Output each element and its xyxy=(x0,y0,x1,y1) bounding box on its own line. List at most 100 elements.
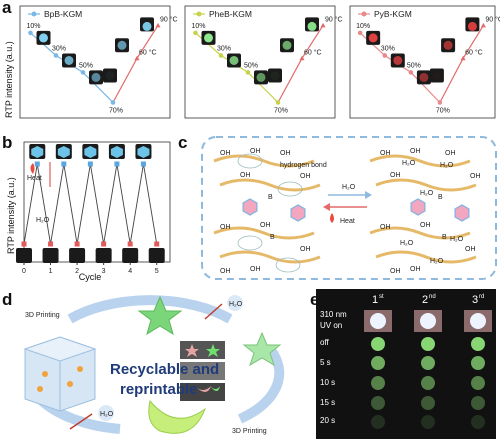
sample-glow-1-3 xyxy=(270,70,280,80)
polymer-chain-6 xyxy=(369,226,471,240)
panel-d-diagram: Recyclable and reprintable 3D Printing 3… xyxy=(23,295,285,435)
sample-glow-1-1 xyxy=(229,55,239,65)
drying-label-0-1: 30% xyxy=(52,45,66,52)
afterglow-5-2 xyxy=(471,415,485,429)
heating-label-2-0: 60 °C xyxy=(465,48,483,56)
panel-b-image-10 xyxy=(148,248,165,263)
oh-left-6: OH xyxy=(260,222,271,229)
sample-glow-0-2 xyxy=(91,72,101,82)
sample-image-0-3 xyxy=(103,68,117,83)
column-header-sup-0: st xyxy=(379,294,384,300)
panel-b-glow-3 xyxy=(57,146,70,158)
photo-star xyxy=(180,341,225,359)
polymer-chain-0 xyxy=(213,154,315,168)
column-header-sup-1: nd xyxy=(429,294,436,300)
drying-point-1-3 xyxy=(275,100,281,105)
flame-icon-b xyxy=(30,163,35,174)
oh-right-1: OH xyxy=(410,148,421,155)
panel-a-frame-0 xyxy=(19,5,171,119)
heating-point-1-0 xyxy=(299,55,305,61)
photo-star-pink xyxy=(185,344,199,357)
boron-left-2: B xyxy=(270,234,275,241)
panel-a-ylabel: RTP intensity (a.u.) xyxy=(4,41,14,118)
polymer-chain-4 xyxy=(369,154,471,168)
heat-glow-1-1 xyxy=(307,21,317,31)
panel-b-point-1 xyxy=(34,161,40,167)
hbond-ring-2 xyxy=(237,235,263,251)
oh-left-5: OH xyxy=(220,224,231,231)
panel-b-line xyxy=(23,163,158,245)
h2o-right-5: H₂O xyxy=(430,258,444,265)
panel-b-image-0 xyxy=(16,248,32,263)
drying-label-0-2: 50% xyxy=(79,62,93,69)
boron-right-1: B xyxy=(438,194,443,201)
heating-point-1-1 xyxy=(320,22,326,28)
drying-point-0-1 xyxy=(53,53,59,58)
afterglow-2-2 xyxy=(471,356,485,370)
panel-b-point-3 xyxy=(61,161,67,167)
oh-right-6: OH xyxy=(420,222,431,229)
sample-image-1-3 xyxy=(268,68,282,83)
hbond-ring-1 xyxy=(277,181,303,197)
drying-point-2-1 xyxy=(382,53,388,58)
photo-moon-pink xyxy=(195,386,211,392)
heating-label-2-1: 90 °C xyxy=(485,15,500,23)
oh-right-2: OH xyxy=(445,150,456,157)
afterglow-2-0 xyxy=(371,356,385,370)
heating-line-0 xyxy=(112,25,159,103)
polymer-chain-2 xyxy=(213,226,315,240)
panel-b-ylabel: RTP intensity (a.u.) xyxy=(6,177,16,254)
panel-b-point-0 xyxy=(21,241,27,247)
drying-label-1-1: 30% xyxy=(217,45,231,52)
sample-glow-2-3 xyxy=(432,70,442,80)
afterglow-3-1 xyxy=(421,376,435,390)
panel-b-xlabel: Cycle xyxy=(79,272,102,282)
row-label-1: UV on xyxy=(320,321,342,330)
h2o-right-3: H₂O xyxy=(450,236,464,243)
drying-label-2-3: 70% xyxy=(436,107,450,114)
row-label-6: 20 s xyxy=(320,416,335,425)
photo-nozzle xyxy=(180,362,225,380)
boron-left-1: B xyxy=(268,194,273,201)
uv-glow-2 xyxy=(470,313,486,329)
heating-line-2 xyxy=(439,25,484,103)
sample-glow-2-0 xyxy=(368,33,378,43)
afterglow-5-1 xyxy=(421,415,435,429)
oh-right-9: OH xyxy=(390,268,401,275)
afterglow-4-0 xyxy=(371,396,385,410)
drying-point-2-3 xyxy=(437,100,443,105)
h2o-right-1: H₂O xyxy=(440,162,454,169)
drying-label-1-3: 70% xyxy=(274,107,288,114)
panel-letter-c: c xyxy=(178,133,188,152)
panel-b-glow-7 xyxy=(110,146,123,158)
h2o-right-2: H₂O xyxy=(420,190,434,197)
oh-left-7: OH xyxy=(300,246,311,253)
panel-letter-a: a xyxy=(2,0,12,17)
sample-glow-0-3 xyxy=(105,70,115,80)
panel-c-dashed-frame xyxy=(201,136,497,280)
sample-glow-2-1 xyxy=(393,55,403,65)
oh-left-9: OH xyxy=(220,268,231,275)
panel-b-ticklabel-2: 2 xyxy=(75,268,79,275)
flame-icon xyxy=(330,213,334,223)
drying-point-1-0 xyxy=(193,30,198,36)
hbond-ring-0 xyxy=(237,153,263,169)
sample-image-2-3 xyxy=(429,68,444,83)
panel-b-point-5 xyxy=(87,161,93,167)
legend-label-0: BpB-KGM xyxy=(44,9,82,19)
afterglow-3-0 xyxy=(371,376,385,390)
label-3d-printing-top: 3D Printing xyxy=(25,312,60,319)
row-label-4: 10 s xyxy=(320,378,335,387)
syringe-bottom xyxy=(69,413,93,430)
drying-label-0-0: 10% xyxy=(27,23,41,30)
panel-b-point-8 xyxy=(127,241,133,247)
heating-label-1-1: 90 °C xyxy=(325,15,343,23)
panel-a-frame-2 xyxy=(349,5,496,119)
column-header-2: 3 xyxy=(472,294,478,306)
heat-annotation: Heat xyxy=(27,175,42,182)
water-annotation: H₂O xyxy=(36,217,50,224)
panel-b-point-9 xyxy=(140,161,146,167)
